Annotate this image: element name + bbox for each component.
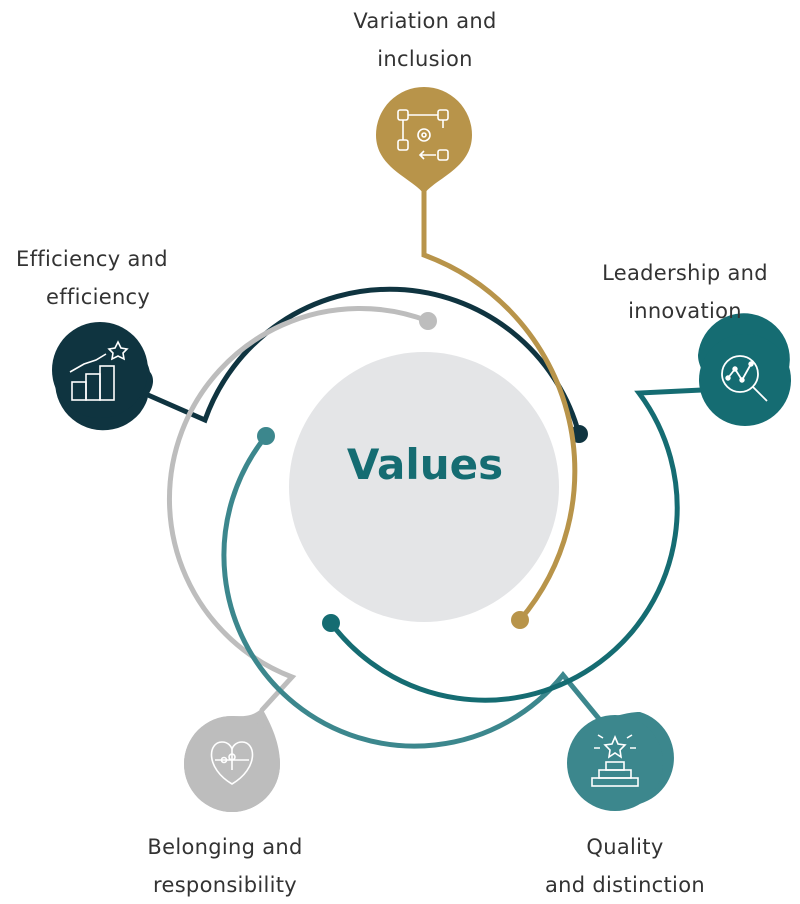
- leadership-connector: [322, 387, 705, 703]
- variation-connector: [421, 185, 578, 629]
- belonging-connector: [166, 305, 437, 713]
- efficiency-bubble: [52, 322, 154, 431]
- efficiency-label-line1: Efficiency and: [16, 247, 168, 271]
- efficiency-label: Efficiency and efficiency: [0, 240, 226, 316]
- puzzle-heart-icon: [210, 741, 254, 785]
- quality-label-line2: and distinction: [545, 873, 705, 897]
- workflow-gear-icon: [397, 109, 449, 161]
- quality-connector: [221, 427, 603, 749]
- leadership-label-line1: Leadership and: [602, 261, 768, 285]
- leadership-label-line2: innovation: [628, 299, 742, 323]
- belonging-label: Belonging and responsibility: [105, 828, 345, 904]
- leadership-bubble: [698, 313, 791, 426]
- belonging-label-line1: Belonging and: [147, 835, 303, 859]
- variation-label-line1: Variation and: [353, 9, 497, 33]
- variation-label: Variation and inclusion: [300, 2, 550, 78]
- magnifier-chart-icon: [721, 355, 768, 402]
- variation-end-dot: [511, 611, 529, 629]
- quality-bubble: [567, 712, 674, 811]
- podium-star-icon: [591, 734, 639, 787]
- center-title: Values: [346, 440, 504, 489]
- quality-end-dot: [257, 427, 275, 445]
- belonging-label-line2: responsibility: [153, 873, 297, 897]
- leadership-label: Leadership and innovation: [575, 254, 795, 330]
- growth-bars-star-icon: [69, 340, 129, 401]
- quality-label-line1: Quality: [586, 835, 664, 859]
- leadership-end-dot: [322, 614, 340, 632]
- variation-bubble: [376, 87, 472, 194]
- center-circle: [289, 352, 559, 622]
- efficiency-label-line2: efficiency: [46, 285, 151, 309]
- belonging-bubble: [184, 708, 280, 812]
- belonging-end-dot: [419, 312, 437, 330]
- quality-label: Quality and distinction: [510, 828, 740, 904]
- variation-label-line2: inclusion: [377, 47, 473, 71]
